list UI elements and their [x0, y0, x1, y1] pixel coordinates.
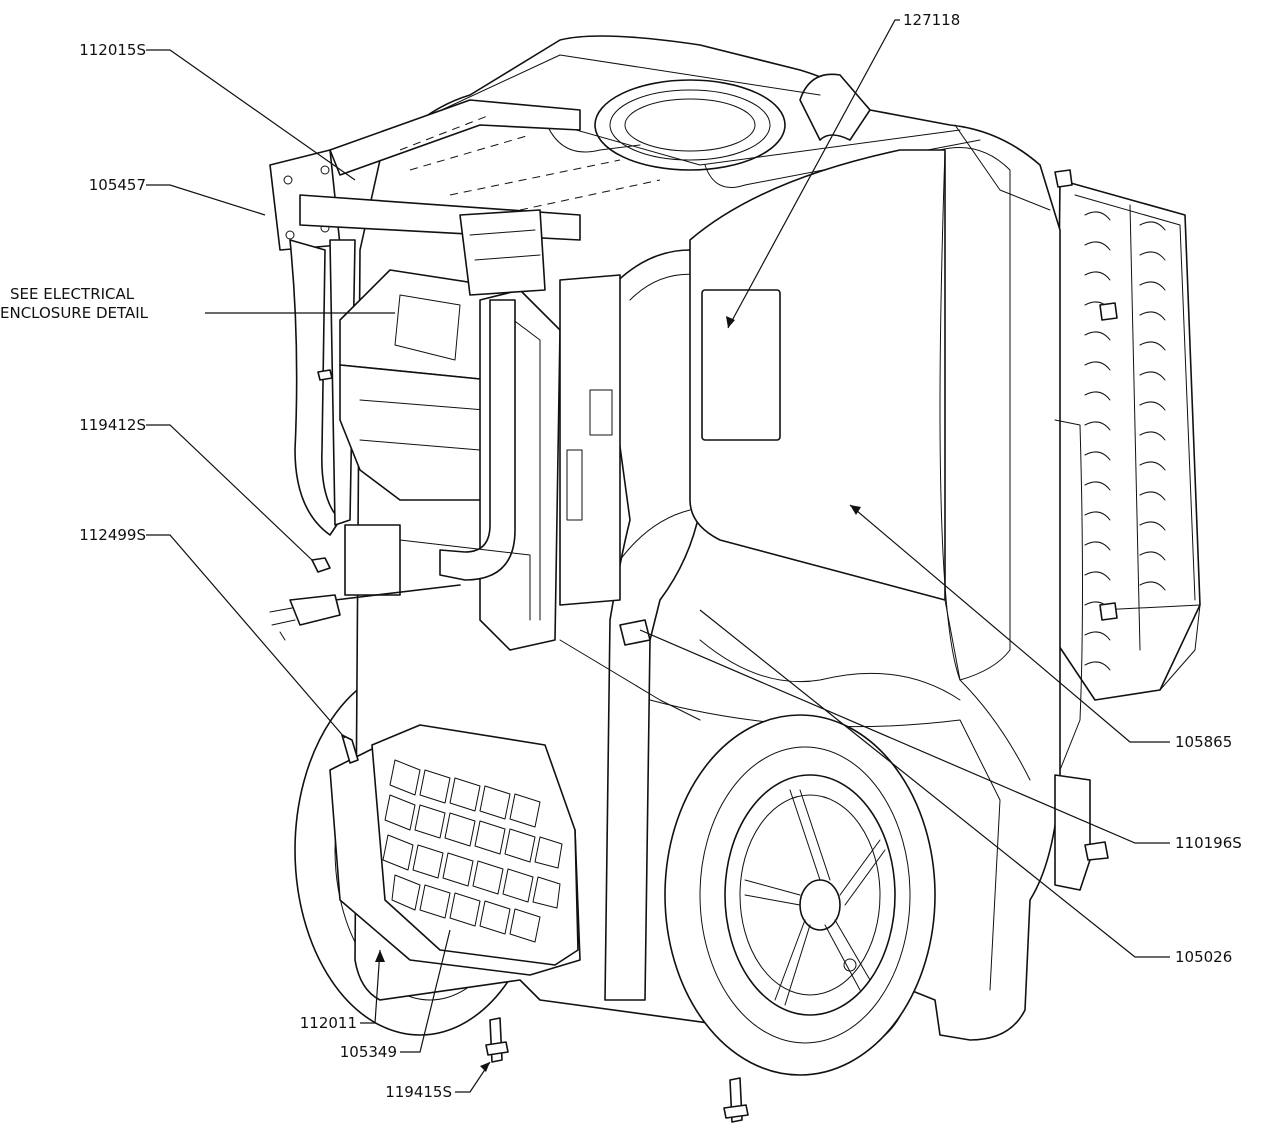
wheel-hub: [799, 879, 841, 931]
leader-112011: [360, 949, 381, 1024]
dehumidifier-illustration: [269, 35, 1201, 1123]
leader-112015S: [146, 49, 356, 181]
callout-110196S: 110196S: [1175, 834, 1242, 852]
leader-lines: [146, 19, 1170, 1093]
callout-127118: 127118: [903, 11, 960, 29]
callout-112499S: 112499S: [79, 526, 146, 544]
screw-119415S: [489, 1017, 503, 1063]
callout-labels: 127118 112015S 105457 SEE ELECTRICAL ENC…: [0, 11, 1242, 1101]
leader-119412S: [146, 424, 313, 561]
leader-112499S: [146, 534, 346, 739]
screw-112499S: [341, 734, 359, 764]
power-cord: [269, 584, 461, 641]
fitting-110196S: [619, 619, 651, 646]
callout-105865: 105865: [1175, 733, 1232, 751]
callout-see-electrical-line1: SEE ELECTRICAL: [10, 285, 135, 303]
leader-119415S: [455, 1061, 491, 1093]
callout-see-electrical-line2: ENCLOSURE DETAIL: [0, 304, 149, 322]
callout-105349: 105349: [340, 1043, 397, 1061]
callout-105457: 105457: [89, 176, 146, 194]
lower-right-box: [1054, 419, 1091, 891]
callout-105026: 105026: [1175, 948, 1232, 966]
leader-arrowheads: [375, 316, 861, 1072]
leader-105349: [400, 929, 451, 1053]
leader-105026: [699, 609, 1170, 958]
leader-110196S: [639, 629, 1170, 844]
coil-assembly: [1054, 179, 1201, 701]
label-plate: [701, 289, 781, 441]
filter-grille: [329, 724, 581, 976]
callout-112015S: 112015S: [79, 41, 146, 59]
leader-105457: [146, 184, 266, 216]
electrical-enclosure: [339, 209, 621, 651]
leader-127118: [727, 19, 900, 329]
screw-119412S: [311, 557, 331, 573]
front-wheel: [664, 714, 936, 1076]
leader-105865: [849, 504, 1170, 743]
callout-112011: 112011: [300, 1014, 357, 1032]
callout-119415S: 119415S: [385, 1083, 452, 1101]
fasteners: [311, 169, 1118, 1123]
callout-119412S: 119412S: [79, 416, 146, 434]
